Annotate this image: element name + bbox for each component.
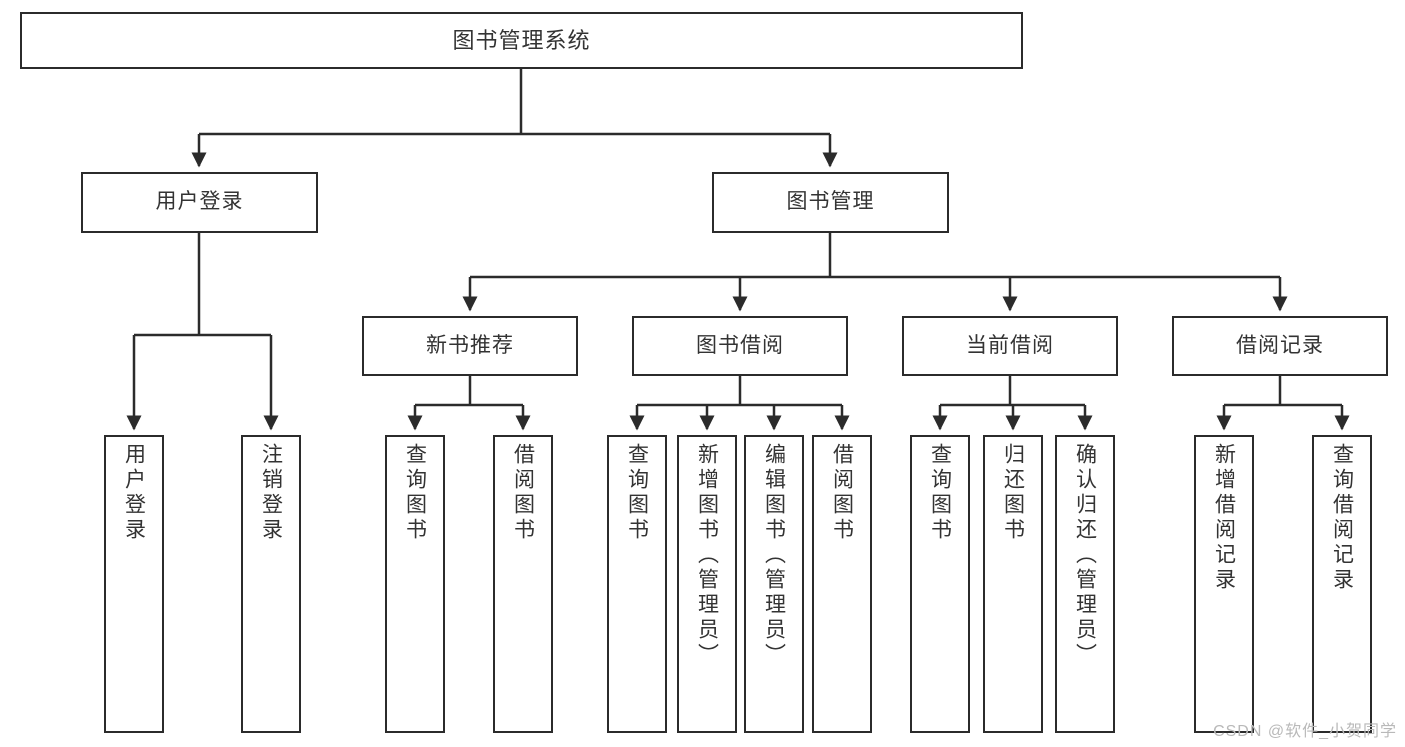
node-label: 注销登录 <box>259 443 283 543</box>
node-label: 查询图书 <box>625 443 649 543</box>
node-label: 借阅图书 <box>830 443 854 543</box>
node-label: 借阅图书 <box>511 443 535 543</box>
leaf-new-book-query[interactable]: 查询图书 <box>385 435 445 733</box>
leaf-add-borrow-record[interactable]: 新增借阅记录 <box>1194 435 1254 733</box>
node-user-login[interactable]: 用户登录 <box>81 172 318 233</box>
node-root-book-management-system[interactable]: 图书管理系统 <box>20 12 1023 69</box>
node-current-borrow[interactable]: 当前借阅 <box>902 316 1118 376</box>
node-label: 图书管理 <box>786 190 875 214</box>
leaf-book-borrow-action[interactable]: 借阅图书 <box>812 435 872 733</box>
node-label: 图书借阅 <box>696 333 784 357</box>
node-label: 编辑图书（管理员） <box>762 443 786 668</box>
leaf-current-borrow-query[interactable]: 查询图书 <box>910 435 970 733</box>
leaf-book-edit-admin[interactable]: 编辑图书（管理员） <box>744 435 804 733</box>
leaf-user-login[interactable]: 用户登录 <box>104 435 164 733</box>
leaf-new-book-borrow[interactable]: 借阅图书 <box>493 435 553 733</box>
leaf-query-borrow-record[interactable]: 查询借阅记录 <box>1312 435 1372 733</box>
node-label: 当前借阅 <box>966 333 1054 357</box>
node-book-borrow[interactable]: 图书借阅 <box>632 316 848 376</box>
node-label: 新增图书（管理员） <box>695 443 719 668</box>
node-label: 新增借阅记录 <box>1212 443 1236 593</box>
node-label: 确认归还（管理员） <box>1073 443 1097 668</box>
node-label: 借阅记录 <box>1236 333 1324 357</box>
node-label: 查询图书 <box>928 443 952 543</box>
node-label: 归还图书 <box>1001 443 1025 543</box>
leaf-book-add-admin[interactable]: 新增图书（管理员） <box>677 435 737 733</box>
node-borrow-record[interactable]: 借阅记录 <box>1172 316 1388 376</box>
leaf-confirm-return-admin[interactable]: 确认归还（管理员） <box>1055 435 1115 733</box>
node-label: 查询借阅记录 <box>1330 443 1354 593</box>
csdn-watermark: CSDN @软件_小贺同学 <box>1213 723 1397 740</box>
node-new-book-recommend[interactable]: 新书推荐 <box>362 316 578 376</box>
node-label: 用户登录 <box>155 190 244 214</box>
node-label: 查询图书 <box>403 443 427 543</box>
leaf-book-borrow-query[interactable]: 查询图书 <box>607 435 667 733</box>
node-label: 用户登录 <box>122 443 146 543</box>
node-label: 图书管理系统 <box>452 27 591 53</box>
node-label: 新书推荐 <box>426 333 514 357</box>
node-book-management[interactable]: 图书管理 <box>712 172 949 233</box>
leaf-logout[interactable]: 注销登录 <box>241 435 301 733</box>
leaf-return-book[interactable]: 归还图书 <box>983 435 1043 733</box>
